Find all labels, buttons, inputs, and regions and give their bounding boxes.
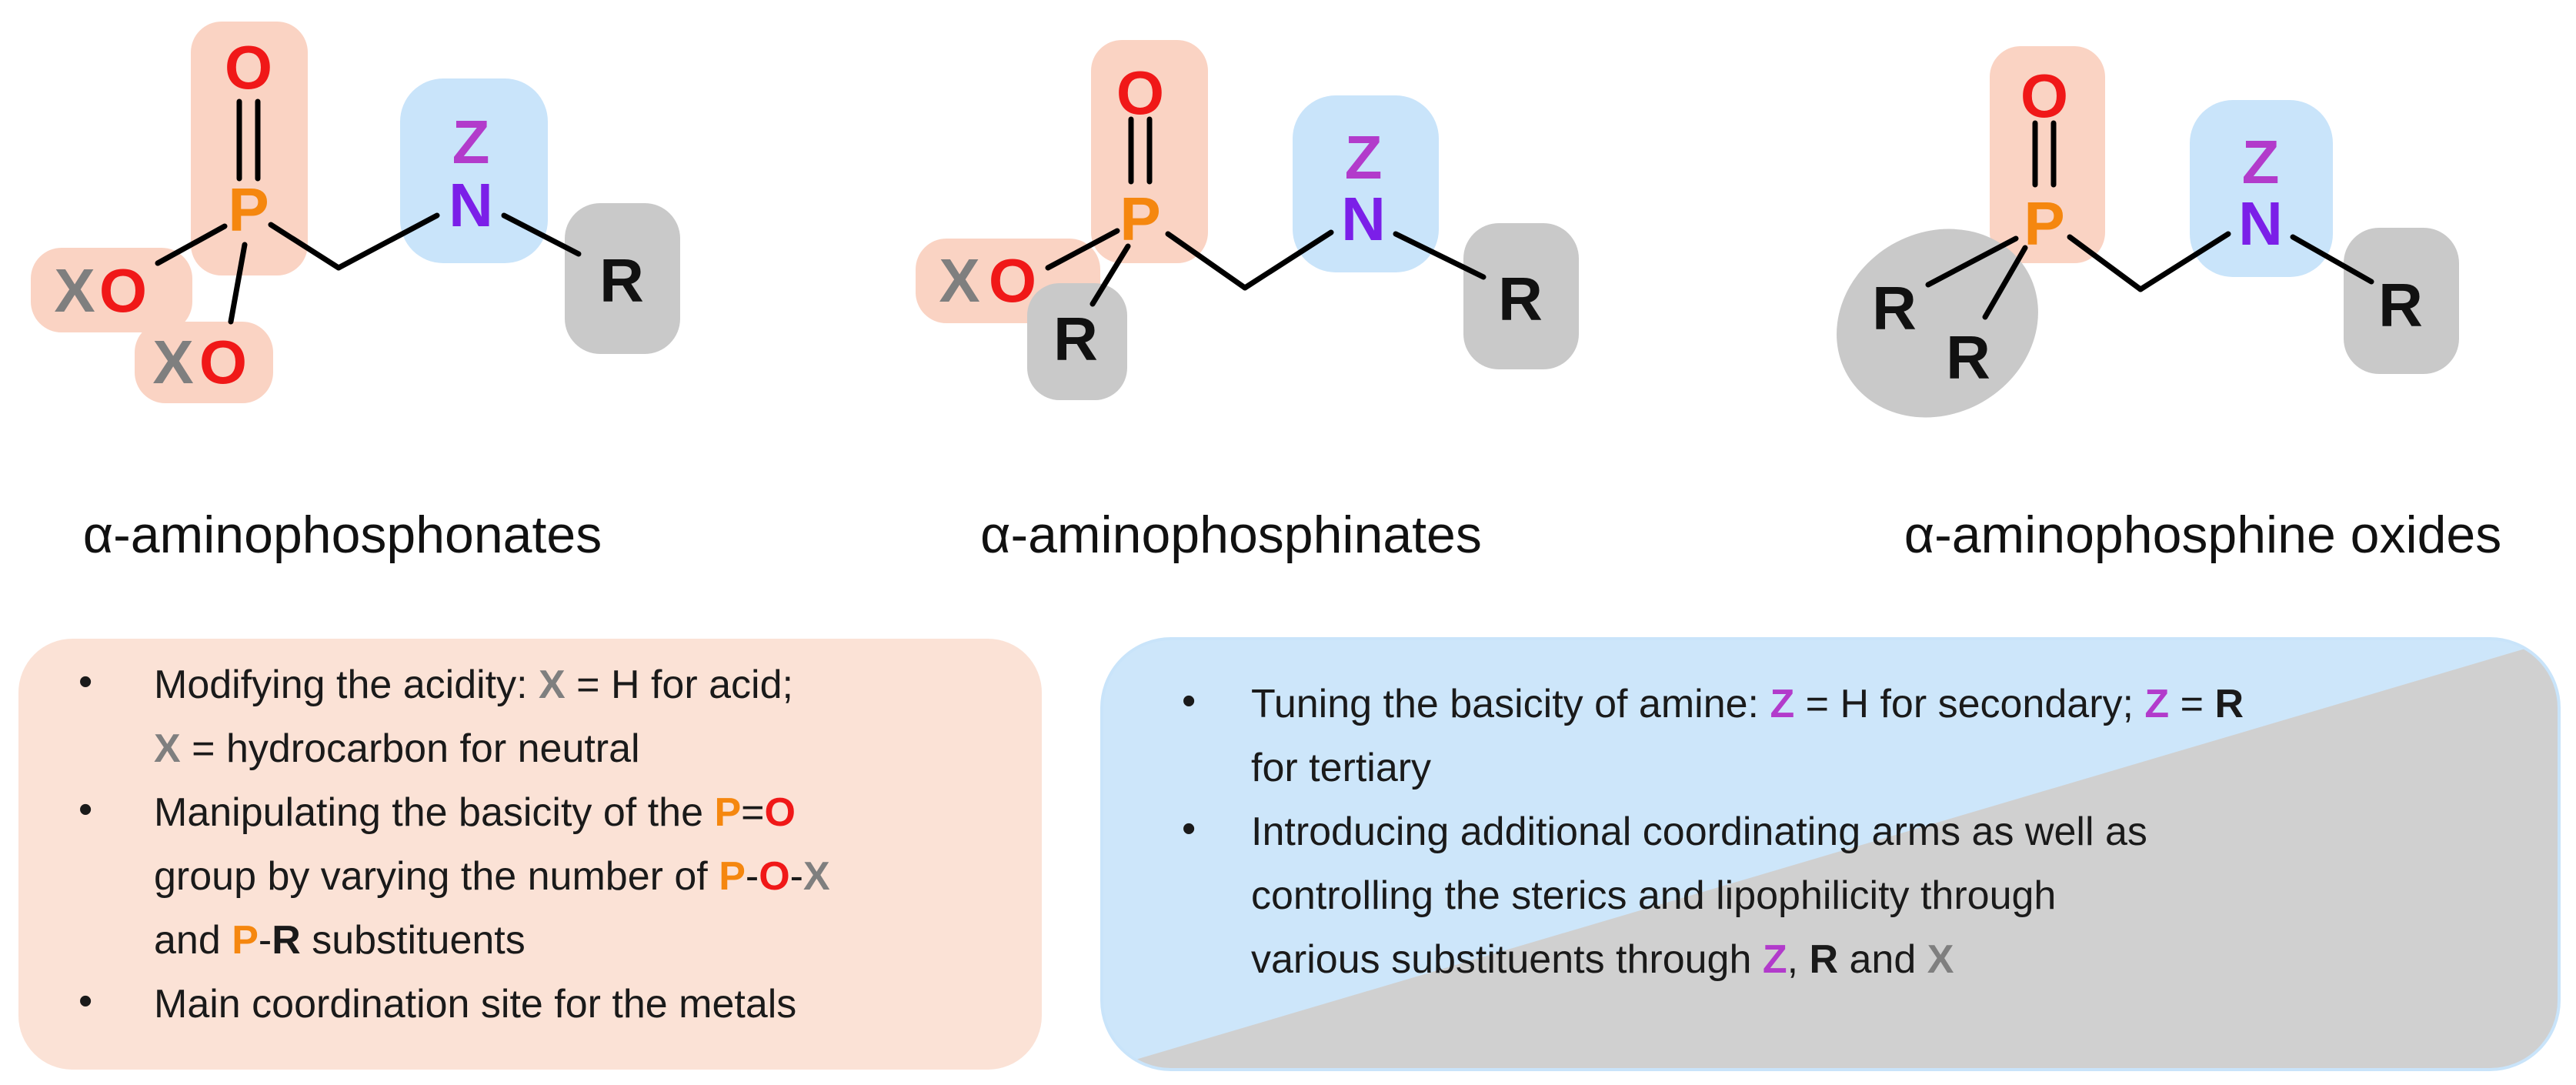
amine-highlight [1293,95,1439,272]
atom-p: P [2024,189,2064,258]
atom-n: N [449,171,493,239]
structure-aminophosphinates: O P X O R Z N R [916,40,1579,400]
atom-x-lower: X [152,328,193,396]
bond-c-n [2137,231,2231,292]
po-highlight [191,22,308,275]
xo-highlight [31,248,192,332]
bond-p-o-lower [228,242,248,325]
r-highlight [565,203,680,354]
r-highlight [2344,228,2459,374]
right-bullet-2-line-3: various substituents through Z, R and X [1251,937,1954,982]
structure-aminophosphine-oxides: O P R R Z N R [1837,46,2459,418]
atom-z: Z [1345,123,1383,192]
atom-r: R [2378,271,2423,339]
caption-aminophosphine-oxides: α-aminophosphine oxides [1904,506,2501,564]
bullet-3: • [78,979,92,1023]
left-bullet-1-line-1: Modifying the acidity: X = H for acid; [154,663,793,707]
right-bullet-1-line-2: for tertiary [1251,746,1431,790]
bond-p-r [1089,243,1131,307]
bullet-1: • [1182,679,1196,723]
bond-p-c [268,222,342,271]
atom-o: O [989,246,1036,315]
bond-p-r-lower [1982,245,2028,320]
atom-o-top: O [1116,58,1164,127]
atom-z: Z [452,108,490,176]
bond-n-r [2290,234,2374,285]
right-bullet-1-line-1: Tuning the basicity of amine: Z = H for … [1251,682,2244,726]
r-highlight-double [1837,229,2038,418]
caption-aminophosphinates: α-aminophosphinates [980,506,1482,564]
bullet-2: • [78,787,92,832]
atom-p: P [228,175,269,244]
bullet-2: • [1182,806,1196,851]
atom-r: R [1053,305,1098,373]
atom-r: R [599,246,644,315]
caption-aminophosphonates: α-aminophosphonates [83,506,602,564]
bond-c-n [1242,229,1334,291]
atom-x: X [939,246,979,315]
bullet-1: • [78,659,92,704]
left-bullet-2-line-2: group by varying the number of P-O-X [154,854,830,899]
bond-p-o [155,223,228,266]
atom-o-lower: O [199,328,247,396]
left-card-background [18,639,1042,1070]
atom-n: N [1341,185,1386,253]
right-bullet-2-line-1: Introducing additional coordinating arms… [1251,810,2147,854]
right-card-border [1100,637,2561,1071]
left-bullet-2-line-3: and P-R substituents [154,918,526,963]
bond-p-c [2067,234,2144,292]
atom-x: X [54,256,95,325]
left-bullet-3-line-1: Main coordination site for the metals [154,982,796,1027]
structure-aminophosphonates: O P X O X O Z N R [31,22,680,403]
r-highlight-right [1463,223,1579,369]
bond-p-r-left [1925,235,2019,288]
po-highlight [1990,46,2105,263]
bond-n-r [1393,231,1487,280]
atom-r-lower: R [1946,323,1990,392]
bond-n-r [501,212,582,257]
atom-p: P [1119,185,1160,253]
atom-n: N [2238,189,2283,258]
left-bullet-1-line-2: X = hydrocarbon for neutral [154,726,640,771]
bond-p-o [1045,228,1120,271]
atom-o-top: O [2020,62,2068,130]
atom-r-right: R [1498,265,1543,333]
left-bullet-2-line-1: Manipulating the basicity of the P=O [154,790,796,835]
bond-c-n [335,212,440,271]
atom-o: O [99,256,147,325]
r-highlight [1027,283,1127,400]
left-info-card: • Modifying the acidity: X = H for acid;… [18,639,1042,1070]
bond-p-c [1165,231,1248,291]
atom-o-top: O [225,33,272,102]
right-info-card: • Tuning the basicity of amine: Z = H fo… [1100,637,2561,1071]
right-bullet-2-line-2: controlling the sterics and lipophilicit… [1251,873,2056,918]
right-card-blue-fill [1102,639,2559,1070]
xo-highlight-lower [135,322,273,403]
atom-z: Z [2242,128,2280,196]
atom-r-left: R [1872,274,1917,342]
